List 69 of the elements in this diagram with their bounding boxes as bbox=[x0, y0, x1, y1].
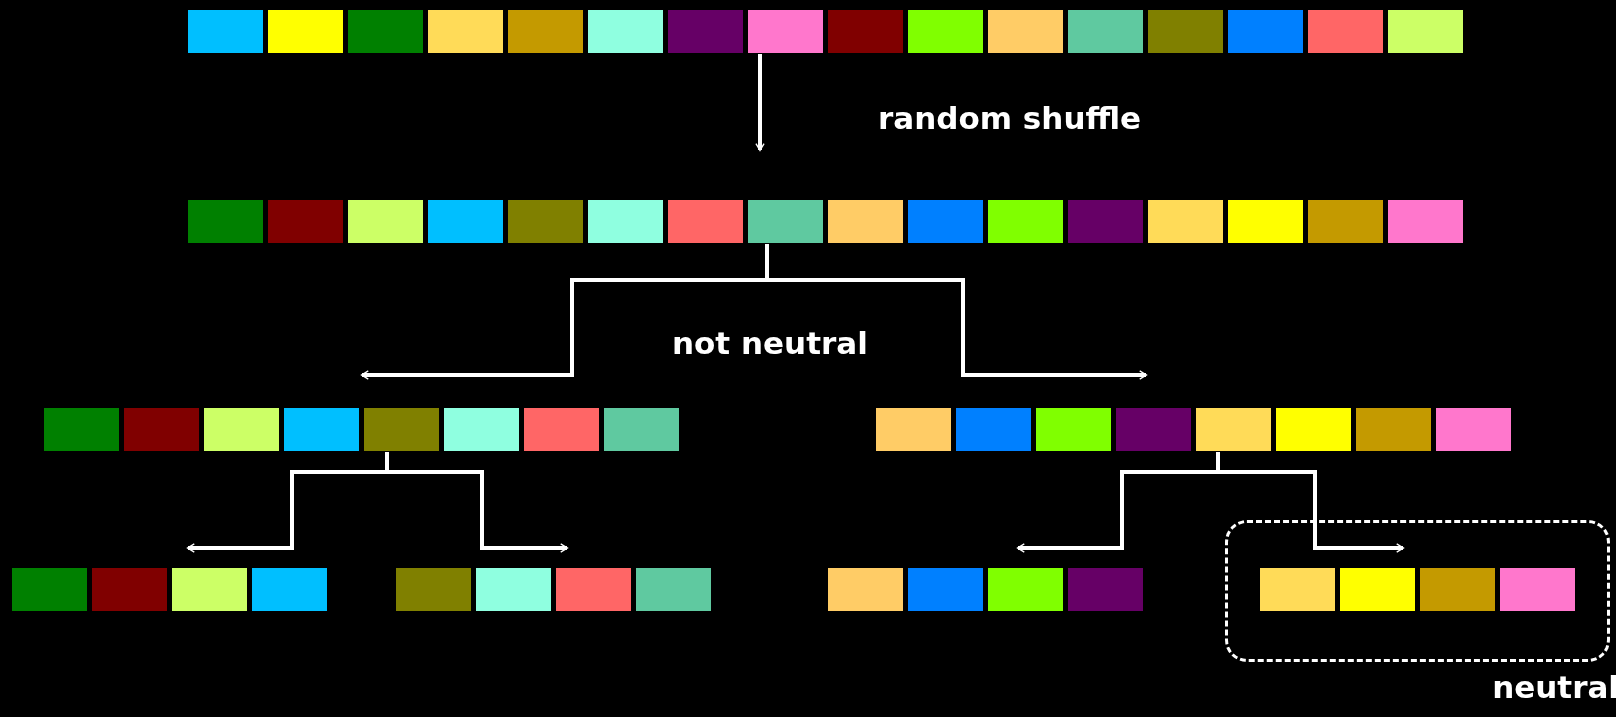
color-tile bbox=[828, 568, 903, 611]
color-tile bbox=[188, 10, 263, 53]
arrow bbox=[755, 54, 765, 152]
color-tile bbox=[1148, 200, 1223, 243]
color-tile bbox=[508, 200, 583, 243]
color-tile bbox=[508, 10, 583, 53]
color-tile bbox=[988, 10, 1063, 53]
color-tile bbox=[636, 568, 711, 611]
color-tile bbox=[204, 408, 279, 451]
color-tile bbox=[1068, 200, 1143, 243]
color-tile bbox=[1388, 200, 1463, 243]
color-tile bbox=[268, 10, 343, 53]
color-tile bbox=[556, 568, 631, 611]
color-tile bbox=[524, 408, 599, 451]
color-tile bbox=[428, 200, 503, 243]
color-tile bbox=[1308, 10, 1383, 53]
edge-label: random shuffle bbox=[878, 100, 1142, 136]
color-tile bbox=[1148, 10, 1223, 53]
color-tile bbox=[1500, 568, 1575, 611]
color-tile bbox=[668, 200, 743, 243]
color-tile bbox=[44, 408, 119, 451]
color-tile bbox=[348, 10, 423, 53]
color-tile bbox=[1308, 200, 1383, 243]
color-tile bbox=[908, 200, 983, 243]
edge-label: not neutral bbox=[672, 325, 868, 361]
color-tile bbox=[748, 200, 823, 243]
color-tile bbox=[1388, 10, 1463, 53]
color-tile bbox=[908, 568, 983, 611]
color-tile bbox=[1116, 408, 1191, 451]
color-tile bbox=[1436, 408, 1511, 451]
color-tile bbox=[252, 568, 327, 611]
color-tile bbox=[1228, 10, 1303, 53]
color-tile bbox=[588, 10, 663, 53]
color-tile bbox=[1228, 200, 1303, 243]
color-tile bbox=[364, 408, 439, 451]
color-tile bbox=[748, 10, 823, 53]
color-tile bbox=[1068, 568, 1143, 611]
color-tile bbox=[828, 200, 903, 243]
color-tile bbox=[444, 408, 519, 451]
arrow bbox=[385, 452, 569, 553]
color-tile bbox=[1196, 408, 1271, 451]
color-tile bbox=[1068, 10, 1143, 53]
color-tile bbox=[124, 408, 199, 451]
color-tile bbox=[1356, 408, 1431, 451]
color-tile bbox=[268, 200, 343, 243]
color-tile bbox=[988, 568, 1063, 611]
color-tile bbox=[172, 568, 247, 611]
region-label: neutral bbox=[1492, 669, 1616, 705]
color-tile bbox=[12, 568, 87, 611]
color-tile bbox=[1420, 568, 1495, 611]
color-tile bbox=[588, 200, 663, 243]
color-tile bbox=[1036, 408, 1111, 451]
color-tile bbox=[284, 408, 359, 451]
color-tile bbox=[348, 200, 423, 243]
color-tile bbox=[1340, 568, 1415, 611]
color-tile bbox=[188, 200, 263, 243]
color-tile bbox=[988, 200, 1063, 243]
color-tile bbox=[92, 568, 167, 611]
color-tile bbox=[428, 10, 503, 53]
color-tile bbox=[828, 10, 903, 53]
color-tile bbox=[956, 408, 1031, 451]
color-tile bbox=[604, 408, 679, 451]
color-tile bbox=[876, 408, 951, 451]
color-tile bbox=[908, 10, 983, 53]
color-tile bbox=[668, 10, 743, 53]
color-tile bbox=[476, 568, 551, 611]
color-tile bbox=[396, 568, 471, 611]
color-tile bbox=[1276, 408, 1351, 451]
color-tile bbox=[1260, 568, 1335, 611]
